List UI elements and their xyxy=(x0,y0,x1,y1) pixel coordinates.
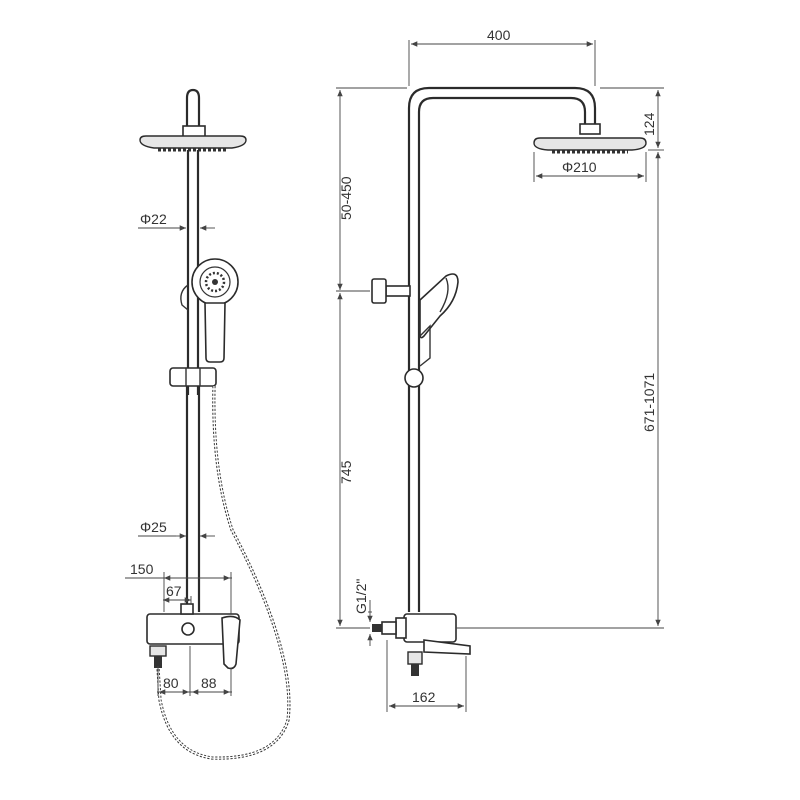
dim-riser-height: 745 xyxy=(338,460,354,484)
dim-mixer-depth: 162 xyxy=(412,689,436,705)
front-slider-bracket xyxy=(169,367,217,387)
front-top-bend xyxy=(185,88,201,128)
side-outlet-nut xyxy=(407,651,423,665)
front-hand-shower-ring xyxy=(199,266,231,298)
side-overhead-arm-inner xyxy=(417,96,587,612)
side-view xyxy=(371,86,647,676)
front-view-dimensions: Φ22 Φ25 150 67 80 88 xyxy=(125,211,232,696)
side-rain-head xyxy=(533,137,647,151)
dim-height-adjust: 50-450 xyxy=(338,176,354,220)
front-outlet-nut xyxy=(149,645,167,657)
side-slider-knob xyxy=(404,368,424,388)
front-mixer-knob xyxy=(181,622,195,636)
dim-head-drop: 124 xyxy=(641,112,657,136)
side-mixer-body xyxy=(403,613,457,643)
front-outlet-thread xyxy=(154,656,162,668)
side-hand-shower-handle xyxy=(419,324,431,367)
dim-center-distance: 150 xyxy=(130,561,154,577)
dim-offset-a: 67 xyxy=(166,583,182,599)
side-mixer-cap xyxy=(395,617,407,639)
dim-inlet-thread: G1/2" xyxy=(353,579,369,614)
dim-arm-length: 400 xyxy=(487,27,511,43)
front-hand-shower-nozzles xyxy=(204,271,226,293)
side-head-mount xyxy=(579,123,601,135)
side-overhead-arm-outer xyxy=(407,86,597,612)
side-hand-shower xyxy=(419,273,459,339)
dim-offset-c: 88 xyxy=(201,675,217,691)
front-hose xyxy=(156,385,291,760)
side-inlet-thread xyxy=(372,624,382,632)
side-inlet-nut xyxy=(381,621,397,635)
front-hand-shower-center xyxy=(212,279,218,285)
side-hand-shower-face xyxy=(439,277,449,313)
front-hand-shower-handle xyxy=(204,302,226,363)
side-diverter-knob xyxy=(371,278,387,304)
front-view xyxy=(139,88,291,760)
dim-pipe-upper-diameter: Φ22 xyxy=(140,211,167,227)
side-mixer-lever xyxy=(423,639,471,655)
dim-pipe-lower-diameter: Φ25 xyxy=(140,519,167,535)
front-mixer-top xyxy=(180,603,194,615)
side-diverter-stem xyxy=(385,285,411,297)
front-hand-shower-holder xyxy=(180,284,189,311)
side-outlet-thread xyxy=(411,664,419,676)
front-hose-inner xyxy=(157,385,290,759)
front-rain-head xyxy=(139,135,247,149)
side-view-dimensions: 400 124 Φ210 671-1071 50-450 745 G1/2" xyxy=(336,27,664,712)
dim-total-height: 671-1071 xyxy=(641,373,657,432)
dim-offset-b: 80 xyxy=(163,675,179,691)
dim-head-diameter: Φ210 xyxy=(562,159,597,175)
front-mixer-lever xyxy=(221,615,241,670)
